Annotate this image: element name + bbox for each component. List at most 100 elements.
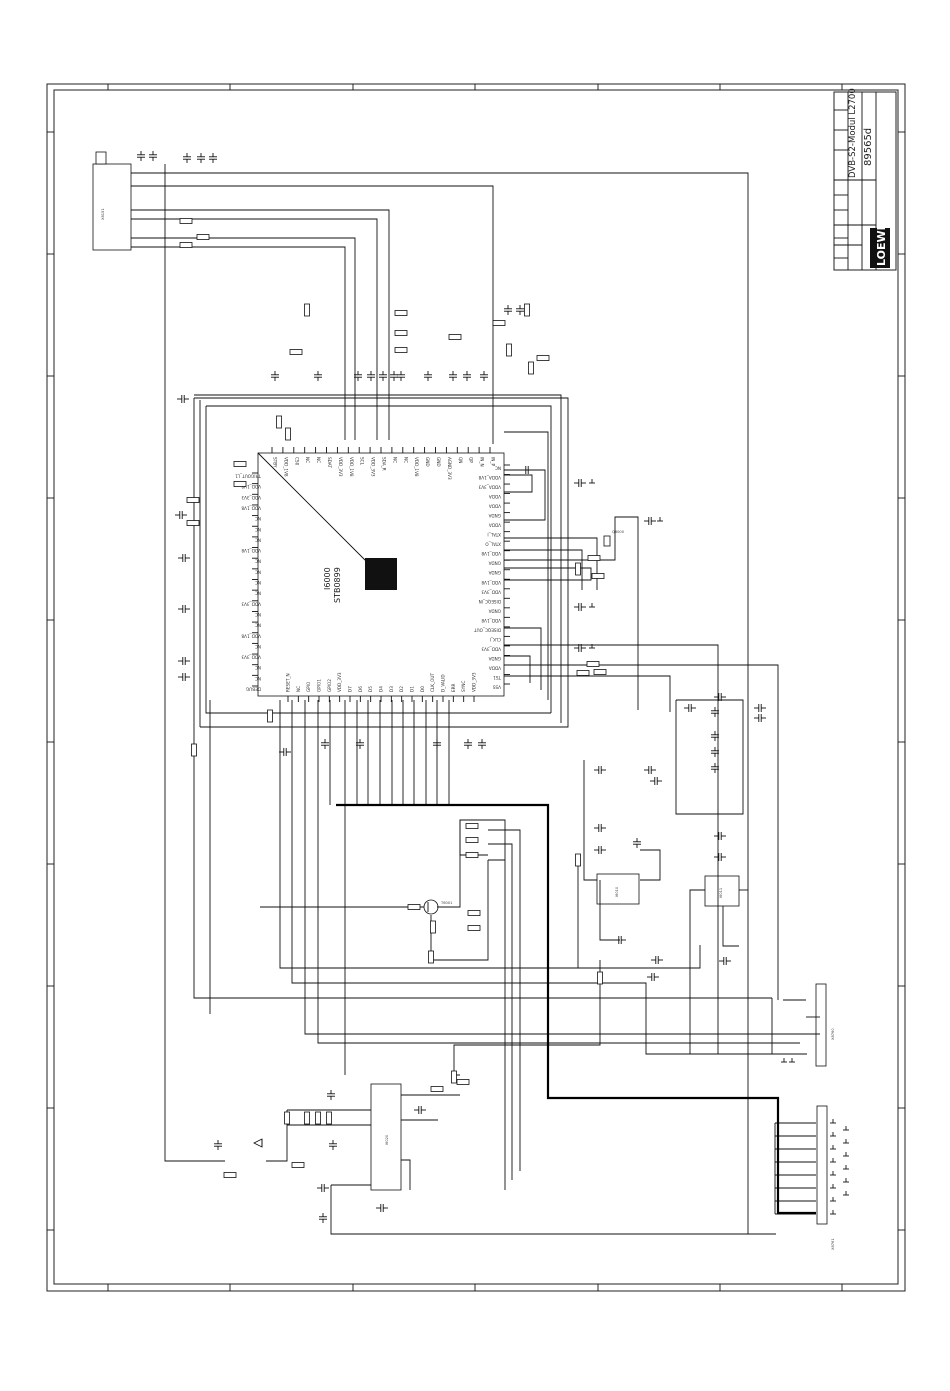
wire-6 bbox=[164, 164, 225, 1162]
main-ic-pin-right-19: VDD_3V3 bbox=[481, 646, 501, 651]
wire-53 bbox=[330, 1185, 748, 1235]
main-ic-pin-top-2: CS0 bbox=[294, 457, 299, 466]
resistor-h-15 bbox=[465, 837, 479, 843]
capacitor-h-24 bbox=[594, 846, 606, 854]
ground-symbol-2 bbox=[830, 1145, 836, 1150]
capacitor-h-12 bbox=[714, 693, 726, 701]
main-ic-pin-left-18: NC bbox=[255, 665, 261, 670]
tuner-input-connector: X8151 bbox=[92, 151, 132, 251]
lnb-supply-ic: I6020 bbox=[370, 1083, 402, 1191]
main-ic-pin-right-21: VDDA bbox=[489, 665, 501, 670]
wire-12 bbox=[193, 398, 772, 999]
resistor-v-3 bbox=[524, 303, 530, 317]
capacitor-h-11 bbox=[684, 704, 696, 712]
main-ic-pin-top-15: GND bbox=[436, 457, 441, 467]
main-ic-pin-bottom-16: ERR bbox=[451, 683, 456, 692]
resistor-v-0 bbox=[304, 303, 310, 317]
main-ic-pin-top-19: IN_N bbox=[480, 457, 485, 467]
wire-59 bbox=[599, 880, 620, 941]
resistor-h-25 bbox=[456, 1079, 470, 1085]
capacitor-h-14 bbox=[754, 714, 766, 722]
drawing-frame bbox=[46, 83, 906, 1292]
main-ic-pin-bottom-4: GPIO2 bbox=[327, 679, 332, 692]
main-ic-pin-top-9: VDD_3V3 bbox=[371, 457, 376, 477]
loewe-logo: LOEWE bbox=[875, 223, 888, 266]
capacitor-h-19 bbox=[714, 832, 726, 840]
wire-26 bbox=[675, 699, 744, 815]
tuner-connector-ref: X8151 bbox=[101, 208, 105, 220]
capacitor-h-29 bbox=[414, 1106, 426, 1114]
capacitor-v-2 bbox=[183, 153, 191, 163]
capacitor-v-4 bbox=[209, 153, 217, 163]
main-ic-pin-left-20: DEBUG bbox=[246, 687, 261, 692]
resistor-h-8 bbox=[492, 320, 506, 326]
resistor-h-10 bbox=[233, 461, 247, 467]
resistor-h-14 bbox=[465, 823, 479, 829]
capacitor-h-6 bbox=[521, 466, 533, 474]
main-ic-pin-top-8: SCL bbox=[360, 457, 365, 466]
capacitor-v-31 bbox=[327, 1090, 335, 1100]
drawing-number: 89565d bbox=[863, 128, 874, 166]
ground-symbol-17 bbox=[657, 517, 663, 522]
title-block-rows bbox=[834, 109, 848, 259]
main-ic-pin-left-12: VDD_3V3 bbox=[241, 601, 261, 606]
ground-symbol-11 bbox=[843, 1165, 849, 1170]
main-ic-pin-right-6: VDDA bbox=[489, 523, 501, 528]
wire-60 bbox=[640, 849, 661, 881]
wire-27 bbox=[279, 700, 701, 969]
wiring bbox=[131, 164, 820, 1235]
main-ic-pin-top-16: AGND_3V3 bbox=[447, 457, 452, 480]
wire-49 bbox=[453, 960, 601, 1076]
resistor-h-9 bbox=[536, 355, 550, 361]
main-ic-pin-top-1: VDD_1V8 bbox=[283, 457, 288, 477]
ground-symbol-14 bbox=[589, 479, 595, 484]
resistor-v-2 bbox=[285, 427, 291, 441]
ground-symbol-8 bbox=[843, 1126, 849, 1131]
capacitor-v-18 bbox=[321, 739, 329, 749]
ground-symbol-13 bbox=[843, 1191, 849, 1196]
main-ic-pin-right-18: CLK_I bbox=[490, 637, 501, 642]
resistor-v-4 bbox=[506, 343, 512, 357]
resistor-v-8 bbox=[575, 853, 581, 867]
capacitor-h-20 bbox=[714, 853, 726, 861]
main-ic-pin-bottom-3: GPIO1 bbox=[317, 679, 322, 692]
crystal: Q6000 bbox=[603, 530, 625, 547]
main-ic-pin-bottom-6: D7 bbox=[348, 686, 353, 692]
main-ic-pin-bottom-17: SYNC bbox=[461, 681, 466, 692]
capacitor-h-16 bbox=[594, 766, 606, 774]
main-ic-pin-right-2: VDDA_3V3 bbox=[478, 485, 501, 490]
wire-16 bbox=[504, 474, 533, 493]
capacitor-v-11 bbox=[397, 371, 405, 381]
wire-47 bbox=[488, 843, 513, 1180]
wire-3 bbox=[131, 218, 378, 440]
resistor-h-4 bbox=[394, 310, 408, 316]
capacitor-h-7 bbox=[574, 479, 586, 487]
main-ic-pin-bottom-10: D3 bbox=[389, 686, 394, 692]
main-ic-pin-top-0: STBY bbox=[273, 457, 278, 468]
capacitor-v-26 bbox=[711, 763, 719, 773]
capacitor-h-8 bbox=[644, 517, 656, 525]
main-ic-pin-top-14: GND bbox=[425, 457, 430, 467]
wire-24 bbox=[504, 664, 779, 1000]
main-ic-pin-bottom-13: D0 bbox=[420, 686, 425, 692]
main-ic-pin-right-13: VDD_3V3 bbox=[481, 589, 501, 594]
capacitor-h-0 bbox=[177, 395, 189, 403]
main-ic-pin-left-14: NC bbox=[255, 623, 261, 628]
ground-symbol-3 bbox=[830, 1158, 836, 1163]
main-ic-pin-bottom-1: NC bbox=[296, 686, 301, 692]
ground-symbol-9 bbox=[843, 1139, 849, 1144]
resistor-v-13 bbox=[304, 1111, 310, 1125]
main-ic-pin-bottom-15: D_VALID bbox=[441, 674, 446, 692]
wire-28 bbox=[291, 700, 807, 1055]
bold-signal-bus bbox=[336, 803, 816, 1215]
wire-2 bbox=[131, 209, 390, 440]
main-ic-pin-top-5: SDAT bbox=[327, 457, 332, 468]
diode bbox=[253, 1138, 263, 1148]
capacitor-v-24 bbox=[711, 731, 719, 741]
resistor-v-12 bbox=[451, 1070, 457, 1084]
connector-right-upper: X8760 bbox=[815, 983, 835, 1067]
resistor-v-7 bbox=[191, 743, 197, 757]
main-ic-pin-left-15: VDD_1V8 bbox=[241, 633, 261, 638]
capacitor-h-21 bbox=[651, 956, 663, 964]
